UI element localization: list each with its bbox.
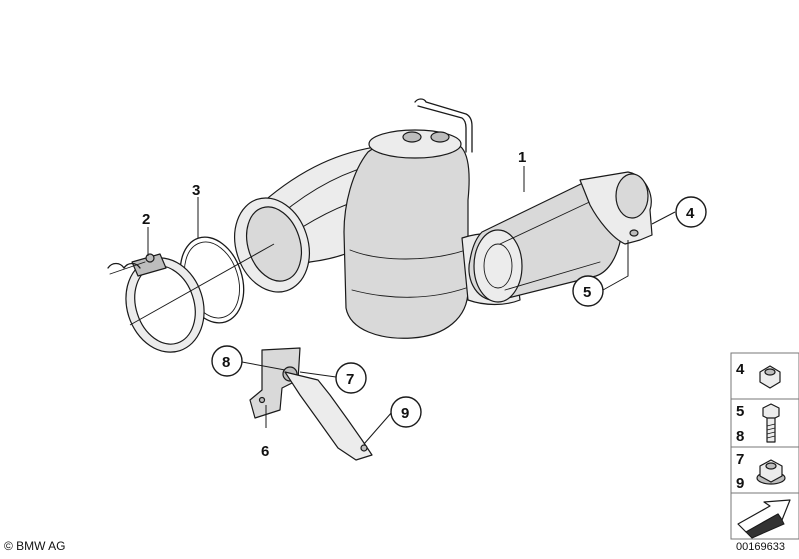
assembly-axis-line: [129, 243, 275, 326]
flange-nut-icon: [756, 459, 786, 485]
leader-8: [241, 361, 286, 371]
legend-flange-label-1: 7: [736, 451, 744, 468]
callout-part-7-text: 7: [346, 371, 354, 388]
support-strap: [284, 371, 373, 461]
leader-7: [299, 371, 337, 378]
callout-part-9-text: 9: [401, 405, 409, 422]
label-part-1: 1: [518, 149, 526, 166]
legend-bolt-label-2: 8: [736, 428, 744, 445]
copyright-text: © BMW AG: [4, 539, 66, 553]
leader-4: [651, 211, 676, 225]
callout-part-7: 7: [335, 362, 367, 394]
callout-part-5: 5: [572, 275, 604, 307]
sensor-tube: [414, 98, 473, 153]
label-part-2: 2: [142, 211, 150, 228]
sensor-boss-right: [430, 131, 450, 143]
label-part-3: 3: [192, 182, 200, 199]
label-part-6: 6: [261, 443, 269, 460]
callout-part-9: 9: [390, 396, 422, 428]
hex-nut-icon: [759, 365, 781, 389]
legend-bolt-label-1: 5: [736, 403, 744, 420]
outlet-flange-bore: [615, 173, 649, 219]
legend-flange-label-2: 9: [736, 475, 744, 492]
legend-nut-label: 4: [736, 361, 745, 378]
callout-part-4: 4: [675, 196, 707, 228]
converter-body: [343, 136, 470, 339]
v-band-clamp: [107, 253, 205, 353]
sensor-boss-left: [402, 131, 422, 143]
side-legend: 4 5 8 7 9: [730, 352, 799, 540]
leader-9: [363, 411, 393, 445]
direction-arrow-icon: [737, 499, 791, 539]
catalytic-converter-assembly: [234, 98, 653, 339]
document-number: 00169633: [736, 541, 785, 553]
sensor-tube-inner: [417, 105, 467, 153]
flange-bolt-hole: [629, 229, 639, 237]
clamp-spring: [107, 262, 141, 269]
hex-bolt-icon: [762, 403, 780, 443]
secondary-cat-front: [473, 229, 523, 303]
callout-part-8: 8: [211, 345, 243, 377]
callout-part-8-text: 8: [222, 354, 230, 371]
leader-5: [602, 240, 629, 291]
callout-part-5-text: 5: [583, 284, 591, 301]
callout-part-4-text: 4: [686, 205, 695, 222]
